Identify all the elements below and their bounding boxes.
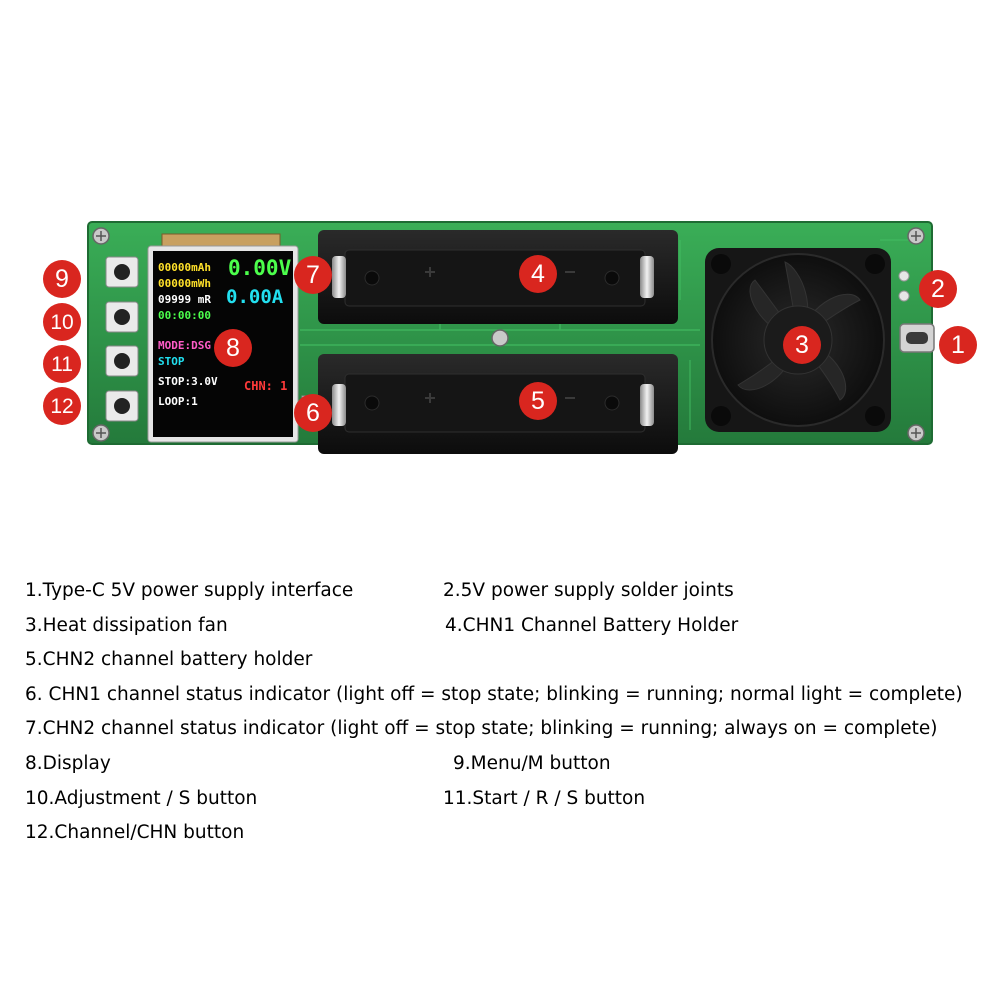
marker-8: 8 xyxy=(214,329,252,367)
menu-m-button[interactable] xyxy=(105,256,139,288)
marker-6: 6 xyxy=(294,394,332,432)
marker-2: 2 xyxy=(919,270,957,308)
lcd-channel: CHN: 1 xyxy=(244,379,288,393)
start-r-s-button[interactable] xyxy=(105,345,139,377)
lcd-stop-voltage: STOP:3.0V xyxy=(158,375,218,388)
lcd-current: 0.00A xyxy=(226,286,284,308)
product-photo: 0.00V 0.00A 00000mAh 00000mWh 09999 mR 0… xyxy=(43,221,977,454)
legend-item-10: 10.Adjustment / S button xyxy=(25,788,258,809)
lcd-time: 00:00:00 xyxy=(158,309,211,322)
marker-5: 5 xyxy=(519,382,557,420)
legend-item-7: 7.CHN2 channel status indicator (light o… xyxy=(25,718,938,739)
marker-9: 9 xyxy=(43,260,81,298)
marker-10: 10 xyxy=(43,303,81,341)
legend-item-6: 6. CHN1 channel status indicator (light … xyxy=(25,684,963,705)
marker-7: 7 xyxy=(294,256,332,294)
adjustment-s-button[interactable] xyxy=(105,301,139,333)
legend-item-9: 9.Menu/M button xyxy=(453,753,611,774)
battery-holder-chn1 xyxy=(318,230,678,324)
legend-item-1: 1.Type-C 5V power supply interface xyxy=(25,580,354,601)
marker-4: 4 xyxy=(519,255,557,293)
legend-item-5: 5.CHN2 channel battery holder xyxy=(25,649,313,670)
legend-item-2: 2.5V power supply solder joints xyxy=(443,580,734,601)
legend-item-3: 3.Heat dissipation fan xyxy=(25,615,228,636)
tactile-buttons xyxy=(105,256,139,422)
legend-item-11: 11.Start / R / S button xyxy=(443,788,646,809)
lcd-loop: LOOP:1 xyxy=(158,395,198,408)
marker-3: 3 xyxy=(783,326,821,364)
lcd-capacity-mwh: 00000mWh xyxy=(158,277,211,290)
marker-11: 11 xyxy=(43,345,81,383)
solder-joints xyxy=(898,270,910,302)
lcd-mode: MODE:DSG xyxy=(158,339,211,352)
legend-item-8: 8.Display xyxy=(25,753,111,774)
lcd-voltage: 0.00V xyxy=(228,256,292,280)
legend-item-4: 4.CHN1 Channel Battery Holder xyxy=(445,615,739,636)
lcd-status: STOP xyxy=(158,355,185,368)
channel-chn-button[interactable] xyxy=(105,390,139,422)
marker-1: 1 xyxy=(939,326,977,364)
type-c-port xyxy=(899,323,935,353)
battery-holder-chn2 xyxy=(318,354,678,454)
marker-12: 12 xyxy=(43,387,81,425)
legend-item-12: 12.Channel/CHN button xyxy=(25,822,245,843)
lcd-resistance: 09999 mR xyxy=(158,293,211,306)
corner-screws xyxy=(92,227,925,442)
lcd-capacity-mah: 00000mAh xyxy=(158,261,211,274)
